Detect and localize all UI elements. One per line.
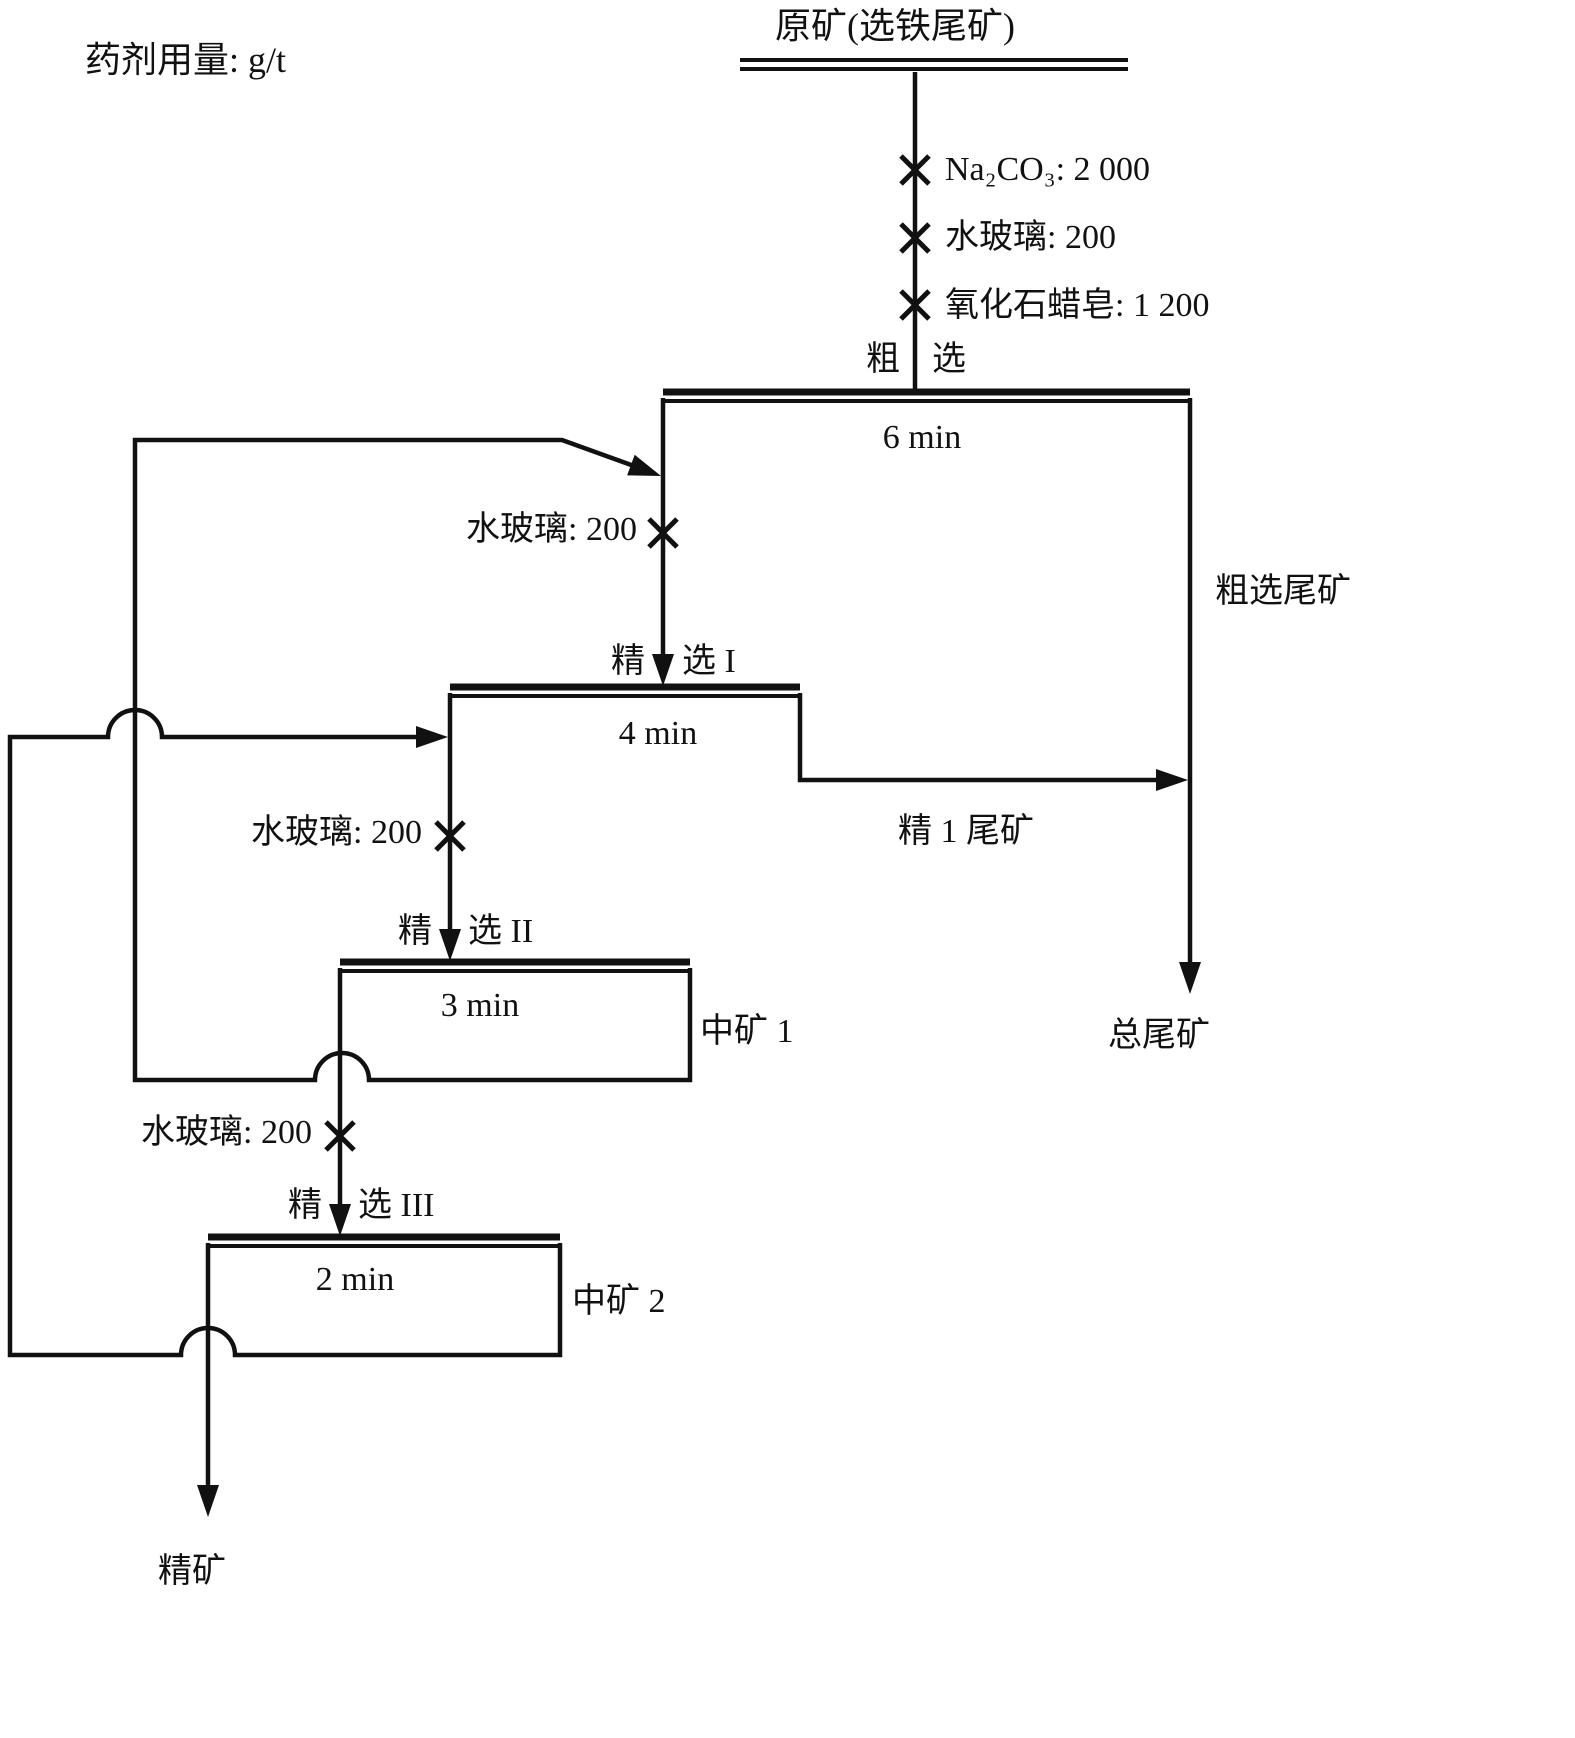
cleaner1-label-pre: 精	[611, 643, 645, 680]
reagent-dosage-note: 药剂用量: g/t	[85, 40, 287, 80]
cleaner1-time: 4 min	[618, 715, 698, 752]
arrowhead-cleaner1-feed-icon	[652, 654, 674, 686]
middlings2-recycle-line	[7, 707, 563, 1358]
reagent-cross-icon-cleaner3	[324, 1120, 356, 1152]
cleaner2-time: 3 min	[440, 987, 520, 1024]
rougher-time: 6 min	[882, 419, 962, 456]
reagent-cross-icon-waterglass-feed	[899, 222, 931, 254]
middlings1-label: 中矿 1	[700, 1013, 794, 1050]
reagent-cross-icon-na2co3	[899, 154, 931, 186]
reagent-cross-icon-paraffin-soap	[899, 289, 931, 321]
cleaner1-tailings-label: 精 1 尾矿	[898, 813, 1034, 850]
middlings2-label: 中矿 2	[572, 1283, 666, 1320]
cleaner3-label-pre: 精	[288, 1187, 322, 1224]
cleaner1-reagent-label: 水玻璃: 200	[466, 511, 637, 548]
cleaner1-label-post: 选 I	[682, 643, 736, 680]
rougher-label-pre: 粗	[866, 341, 900, 378]
arrowhead-cleaner1-tailings-icon	[1156, 769, 1188, 791]
arrowhead-cleaner2-feed-icon	[439, 929, 461, 961]
feed-reagent-na2co3: Na₂CO₃: 2 000	[945, 151, 1151, 188]
arrowhead-middlings1-return-icon	[627, 454, 661, 476]
cleaner2-reagent-label: 水玻璃: 200	[251, 814, 422, 851]
feed-underline	[740, 58, 1128, 71]
cleaner3-label-post: 选 III	[358, 1187, 435, 1224]
feed-reagent-paraffin-soap: 氧化石蜡皂: 1 200	[945, 287, 1210, 324]
concentrate-label: 精矿	[158, 1553, 226, 1590]
arrowhead-cleaner3-feed-icon	[329, 1204, 351, 1236]
rougher-tailings-label: 粗选尾矿	[1215, 573, 1351, 610]
reagent-cross-icon-cleaner1	[647, 517, 679, 549]
cleaner3-time: 2 min	[315, 1261, 395, 1298]
cleaner3-reagent-label: 水玻璃: 200	[141, 1114, 312, 1151]
arrowhead-concentrate-icon	[197, 1485, 219, 1517]
cleaner2-label-post: 选 II	[468, 913, 534, 950]
cleaner2-label-pre: 精	[398, 913, 432, 950]
rougher-label-post: 选	[932, 341, 966, 378]
total-tailings-label: 总尾矿	[1108, 1017, 1210, 1054]
feed-reagent-waterglass: 水玻璃: 200	[945, 219, 1116, 256]
arrowhead-middlings2-return-icon	[416, 726, 448, 748]
reagent-cross-icon-cleaner2	[434, 820, 466, 852]
arrowhead-total-tailings-icon	[1179, 962, 1201, 994]
feed-ore-label: 原矿(选铁尾矿)	[775, 6, 1015, 46]
cleaner1-tailings-line	[797, 693, 1158, 783]
